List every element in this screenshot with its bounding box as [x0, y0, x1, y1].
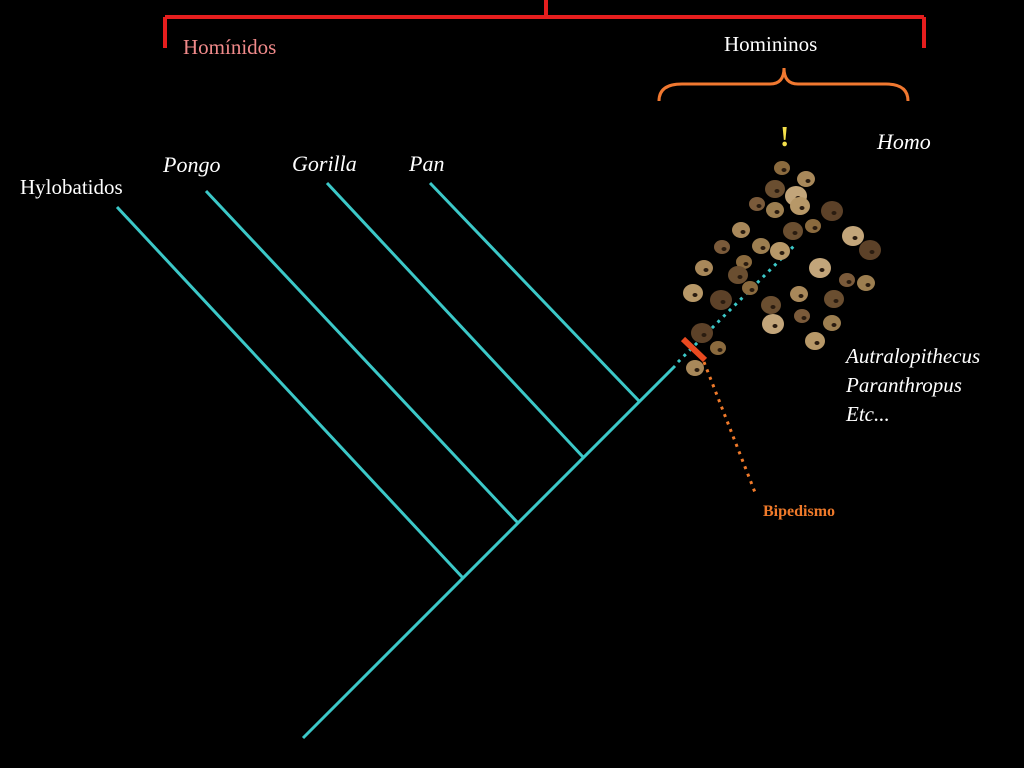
skull-eye-shadow [772, 324, 778, 328]
skull-icon [821, 201, 843, 221]
skull-eye-shadow [774, 189, 780, 193]
skull-eye-shadow [865, 283, 871, 287]
branch-pan [428, 181, 641, 403]
skull-eye-shadow [717, 348, 723, 352]
skull-eye-shadow [737, 275, 743, 279]
skull-eye-shadow [774, 210, 780, 214]
skull-eye-shadow [819, 268, 825, 272]
skull-eye-shadow [792, 231, 798, 235]
skull-icon [710, 341, 726, 355]
homo-label: Homo [877, 129, 931, 154]
skull-eye-shadow [781, 168, 787, 172]
skull-icon [842, 226, 864, 246]
skull-icon [805, 219, 821, 233]
skull-icon [710, 290, 732, 310]
skull-eye-shadow [831, 323, 837, 327]
skull-icon [736, 255, 752, 269]
skull-icon [683, 284, 703, 302]
skull-eye-shadow [760, 246, 766, 250]
skull-eye-shadow [833, 299, 839, 303]
skull-eye-shadow [694, 368, 700, 372]
skull-eye-shadow [799, 206, 805, 210]
skull-eye-shadow [798, 294, 804, 298]
skull-icon [790, 286, 808, 302]
skull-icon [805, 332, 825, 350]
skull-icon [749, 197, 765, 211]
skull-eye-shadow [703, 268, 709, 272]
skull-icon [686, 360, 704, 376]
bipedism-dotted-line [702, 361, 758, 496]
skull-eye-shadow [812, 226, 818, 230]
skull-eye-shadow [846, 280, 852, 284]
skull-icon [823, 315, 841, 331]
skull-eye-shadow [701, 333, 707, 337]
skull-icon [728, 266, 748, 284]
skull-eye-shadow [831, 211, 837, 215]
pan-label: Pan [409, 151, 445, 176]
skull-icon [691, 323, 713, 343]
skull-eye-shadow [801, 316, 807, 320]
skull-icon [770, 242, 790, 260]
skull-eye-shadow [779, 251, 785, 255]
skull-icon [797, 171, 815, 187]
skull-eye-shadow [770, 305, 776, 309]
skull-eye-shadow [749, 288, 755, 292]
skull-icon [765, 180, 785, 198]
hominidos-bracket [163, 0, 926, 48]
skull-eye-shadow [805, 179, 811, 183]
hominin-dotted-line [676, 243, 797, 364]
branch-pongo [204, 189, 520, 525]
bipedismo-label: Bipedismo [763, 503, 836, 520]
group-etc: Etc... [846, 402, 890, 426]
skull-eye-shadow [740, 230, 746, 234]
skull-eye-shadow [852, 236, 858, 240]
skull-cluster-icon [683, 161, 881, 376]
skull-icon [859, 240, 881, 260]
skull-eye-shadow [756, 204, 762, 208]
hominidos-label: Homínidos [183, 35, 277, 59]
tree-trunk [301, 364, 677, 740]
hominin-groups-list: Autralopithecus Paranthropus Etc... [846, 342, 980, 429]
skull-icon [774, 161, 790, 175]
skull-icon [742, 281, 758, 295]
skull-icon [790, 197, 810, 215]
skull-icon [761, 296, 781, 314]
skull-icon [714, 240, 730, 254]
gorilla-label: Gorilla [292, 151, 357, 176]
skull-icon [732, 222, 750, 238]
homininos-label: Homininos [724, 32, 818, 56]
skull-icon [695, 260, 713, 276]
pongo-label: Pongo [163, 152, 221, 177]
skull-icon [752, 238, 770, 254]
skull-eye-shadow [743, 262, 749, 266]
skull-icon [824, 290, 844, 308]
skull-icon [857, 275, 875, 291]
skull-eye-shadow [814, 341, 820, 345]
skull-icon [794, 309, 810, 323]
group-australopithecus: Autralopithecus [846, 344, 981, 368]
skull-eye-shadow [869, 250, 875, 254]
skull-icon [809, 258, 831, 278]
homininos-brace [657, 67, 910, 102]
hylobatidos-label: Hylobatidos [20, 175, 123, 199]
skull-icon [839, 273, 855, 287]
group-paranthropus: Paranthropus [846, 373, 962, 397]
skull-eye-shadow [721, 247, 727, 251]
exclamation-mark: ! [780, 122, 790, 153]
skull-icon [762, 314, 784, 334]
bipedism-marker-icon [680, 336, 708, 363]
branch-hylobatidos [115, 205, 465, 580]
skull-icon [766, 202, 784, 218]
skull-icon [783, 222, 803, 240]
branch-gorilla [325, 181, 585, 459]
skull-eye-shadow [692, 293, 698, 297]
skull-eye-shadow [720, 300, 726, 304]
